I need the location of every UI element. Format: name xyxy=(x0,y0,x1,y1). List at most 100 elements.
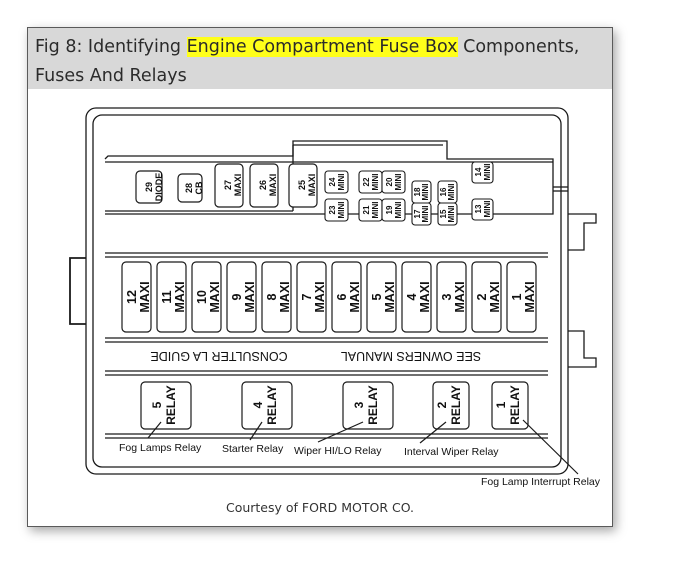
fuse-20: 20MINI xyxy=(381,170,406,194)
fuse-17-number: 17 xyxy=(413,209,422,218)
fuse-5-number: 5 xyxy=(370,293,384,300)
fuse-15-type: MINI xyxy=(447,206,456,223)
fuse-7-number: 7 xyxy=(300,293,314,300)
svg-text:13MINI: 13MINI xyxy=(474,201,492,218)
fuse-13-number: 13 xyxy=(474,204,483,213)
fuse-24: 24MINI xyxy=(324,170,349,194)
svg-text:5RELAY: 5RELAY xyxy=(150,385,178,425)
fuse-13: 13MINI xyxy=(471,198,494,221)
fuse-box-left-tab xyxy=(69,257,86,325)
fuse-21: 21MINI xyxy=(358,198,383,222)
svg-text:17MINI: 17MINI xyxy=(413,206,430,223)
fuse-27-number: 27 xyxy=(223,180,233,190)
callout-interval-wiper-relay: Interval Wiper Relay xyxy=(404,446,499,458)
fuse-8-number: 8 xyxy=(265,293,279,300)
svg-text:26MAXI: 26MAXI xyxy=(258,174,278,197)
callout-leaders xyxy=(147,419,579,475)
fuse-5-type: MAXI xyxy=(383,281,397,312)
note-consulter: CONSULTER LA GUIDE xyxy=(150,349,287,363)
fuse-11-type: MAXI xyxy=(173,281,187,312)
fuse-1: 1MAXI xyxy=(506,261,537,333)
top-fuse-group: 29DIODE 28CB 27MAXI 26MAXI 25MAXI xyxy=(135,163,318,208)
relay-3-number: 3 xyxy=(352,401,366,408)
fuse-25: 25MAXI xyxy=(288,163,318,208)
upper-compartment xyxy=(104,140,554,215)
figure-card: Fig 8: Identifying Engine Compartment Fu… xyxy=(27,27,613,527)
relay-4-number: 4 xyxy=(251,401,265,408)
svg-text:28CB: 28CB xyxy=(184,181,204,194)
svg-text:4RELAY: 4RELAY xyxy=(251,385,279,425)
svg-text:21MINI: 21MINI xyxy=(362,202,380,219)
svg-text:23MINI: 23MINI xyxy=(328,202,346,219)
fuse-18: 18MINI xyxy=(411,180,432,204)
fuse-29: 29DIODE xyxy=(135,170,164,204)
fuse-25-type: MAXI xyxy=(307,174,317,197)
fuse-23-number: 23 xyxy=(328,205,337,214)
fuse-28: 28CB xyxy=(177,173,204,203)
fuse-24-number: 24 xyxy=(328,177,337,186)
svg-text:24MINI: 24MINI xyxy=(328,174,346,191)
fuse-box-diagram: 29DIODE 28CB 27MAXI 26MAXI 25MAXI xyxy=(69,107,601,488)
svg-text:3RELAY: 3RELAY xyxy=(352,385,380,425)
svg-text:4MAXI: 4MAXI xyxy=(405,281,432,312)
leader-wiper-hilo-relay xyxy=(317,421,364,443)
title-suffix: Components, Fuses And Relays xyxy=(35,37,580,86)
svg-text:9MAXI: 9MAXI xyxy=(230,281,257,312)
svg-text:2MAXI: 2MAXI xyxy=(475,281,502,312)
fuse-10-number: 10 xyxy=(195,290,209,304)
fuse-27-type: MAXI xyxy=(233,174,243,197)
relay-2: 2RELAY xyxy=(432,381,470,430)
note-owners-manual: SEE OWNERS MANUAL xyxy=(341,349,481,363)
svg-text:6MAXI: 6MAXI xyxy=(335,281,362,312)
fuse-3-type: MAXI xyxy=(453,281,467,312)
fuse-24-type: MINI xyxy=(337,174,346,191)
svg-text:19MINI: 19MINI xyxy=(385,202,403,219)
callout-wiper-hilo-relay: Wiper HI/LO Relay xyxy=(294,445,382,457)
fuse-15: 15MINI xyxy=(437,202,458,226)
fuse-12: 12MAXI xyxy=(121,261,152,333)
fuse-22-number: 22 xyxy=(362,177,371,186)
relay-3-type: RELAY xyxy=(366,385,380,425)
fuse-8-type: MAXI xyxy=(278,281,292,312)
relay-1-number: 1 xyxy=(494,401,508,408)
fuse-box-housing xyxy=(85,107,569,475)
leader-fog-lamp-interrupt-relay xyxy=(522,419,579,475)
svg-text:15MINI: 15MINI xyxy=(439,206,456,223)
fuse-6-type: MAXI xyxy=(348,281,362,312)
svg-text:8MAXI: 8MAXI xyxy=(265,281,292,312)
svg-text:29DIODE: 29DIODE xyxy=(144,173,164,202)
fuse-3: 3MAXI xyxy=(436,261,467,333)
title-prefix: Fig 8: Identifying xyxy=(35,37,187,57)
fuse-23-type: MINI xyxy=(337,202,346,219)
fuse-3-number: 3 xyxy=(440,293,454,300)
mini-fuse-group: 24MINI 23MINI 22MINI 21MINI 20MINI 19MIN… xyxy=(324,161,494,226)
fuse-14-type: MINI xyxy=(483,164,492,181)
fuse-28-type: CB xyxy=(194,181,204,194)
fuse-16-type: MINI xyxy=(447,184,456,201)
svg-text:27MAXI: 27MAXI xyxy=(223,174,243,197)
fuse-7-type: MAXI xyxy=(313,281,327,312)
relay-5: 5RELAY xyxy=(140,381,192,430)
fuse-29-number: 29 xyxy=(144,182,154,192)
svg-text:22MINI: 22MINI xyxy=(362,174,380,191)
fuse-22-type: MINI xyxy=(371,174,380,191)
leader-starter-relay xyxy=(249,421,263,441)
svg-text:20MINI: 20MINI xyxy=(385,174,403,191)
fuse-2-type: MAXI xyxy=(488,281,502,312)
fuse-4-type: MAXI xyxy=(418,281,432,312)
fuse-15-number: 15 xyxy=(439,209,448,218)
fuse-19-number: 19 xyxy=(385,205,394,214)
fuse-4-number: 4 xyxy=(405,293,419,300)
relay-1-type: RELAY xyxy=(508,385,522,425)
svg-text:3MAXI: 3MAXI xyxy=(440,281,467,312)
fuse-9: 9MAXI xyxy=(226,261,257,333)
fuse-26: 26MAXI xyxy=(249,163,279,208)
relay-5-type: RELAY xyxy=(164,385,178,425)
fuse-20-number: 20 xyxy=(385,177,394,186)
leader-fog-lamps-relay xyxy=(147,421,162,439)
fuse-13-type: MINI xyxy=(483,201,492,218)
fuse-5: 5MAXI xyxy=(366,261,397,333)
figure-title-bar: Fig 8: Identifying Engine Compartment Fu… xyxy=(28,28,612,89)
fuse-18-number: 18 xyxy=(413,187,422,196)
relay-4: 4RELAY xyxy=(241,381,293,430)
